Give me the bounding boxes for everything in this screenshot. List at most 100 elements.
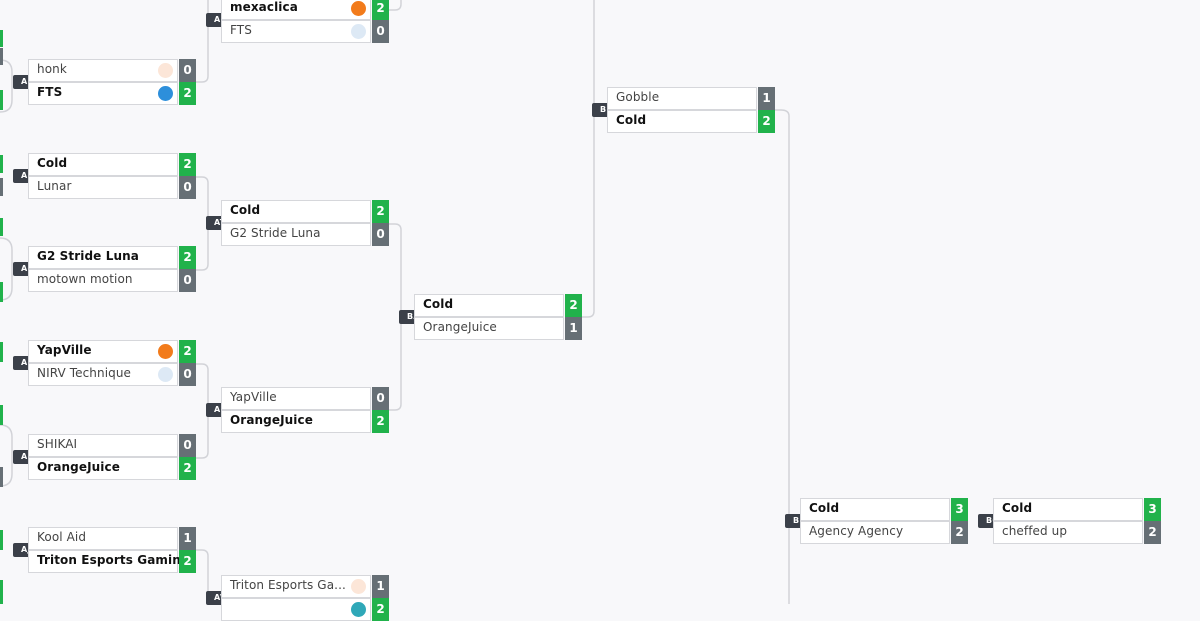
team-row[interactable]: 2 — [221, 598, 389, 621]
team-status-icon — [158, 86, 173, 101]
match-card[interactable]: AEhonk0FTS2 — [13, 59, 196, 105]
edge-status-bar — [0, 30, 3, 47]
team-row-box — [28, 363, 178, 386]
team-name: cheffed up — [1002, 524, 1068, 538]
team-name: OrangeJuice — [37, 460, 120, 474]
team-row[interactable]: YapVille 0 — [221, 387, 389, 410]
team-status-icon — [158, 367, 173, 382]
team-row[interactable]: motown motion 0 — [28, 269, 196, 292]
team-row-box — [221, 223, 371, 246]
team-row-box — [28, 340, 178, 363]
team-row-box — [28, 246, 178, 269]
match-card[interactable]: BDGobble1Cold2 — [592, 87, 775, 133]
match-card[interactable]: BGCold3cheffed up2 — [978, 498, 1161, 544]
team-status-icon — [351, 602, 366, 617]
team-row-box — [800, 521, 950, 544]
edge-status-bar — [0, 342, 3, 362]
team-score: 0 — [179, 59, 196, 82]
team-row[interactable]: OrangeJuice 1 — [414, 317, 582, 340]
edge-status-bar — [0, 467, 3, 487]
team-status-icon — [351, 24, 366, 39]
team-score: 2 — [372, 0, 389, 20]
team-score: 2 — [372, 200, 389, 223]
match-card[interactable]: BACold2OrangeJuice1 — [399, 294, 582, 340]
team-row-box — [221, 575, 371, 598]
team-name: Triton Esports Ga... — [230, 578, 346, 592]
match-card[interactable]: AVTriton Esports Ga...12 — [206, 575, 389, 621]
team-row[interactable]: OrangeJuice 2 — [28, 457, 196, 480]
team-row-box — [414, 294, 564, 317]
team-name: FTS — [37, 85, 63, 99]
team-row-box — [221, 387, 371, 410]
edge-status-bar — [0, 530, 3, 550]
team-name: SHIKAI — [37, 437, 78, 451]
team-row-box — [607, 110, 757, 133]
team-score: 2 — [758, 110, 775, 133]
team-row-box — [607, 87, 757, 110]
match-card[interactable]: ASmexaclica2FTS0 — [206, 0, 389, 43]
team-row-box — [28, 59, 178, 82]
team-row[interactable]: Triton Esports Ga...1 — [221, 575, 389, 598]
team-score: 2 — [179, 153, 196, 176]
team-score: 0 — [179, 269, 196, 292]
team-name: motown motion — [37, 272, 133, 286]
team-row-box — [28, 153, 178, 176]
team-score: 0 — [372, 387, 389, 410]
team-score: 2 — [179, 457, 196, 480]
edge-status-bar — [0, 218, 3, 236]
team-name: NIRV Technique — [37, 366, 132, 380]
team-row-box — [28, 176, 178, 199]
team-name: YapVille — [230, 390, 277, 404]
team-score: 1 — [565, 317, 582, 340]
match-card[interactable]: AUYapVille0OrangeJuice2 — [206, 387, 389, 433]
match-card[interactable]: AFCold2Lunar0 — [13, 153, 196, 199]
team-name: YapVille — [37, 343, 92, 357]
team-row-box — [28, 527, 178, 550]
team-name: Triton Esports Gaming — [37, 553, 190, 567]
team-row[interactable]: Cold 3 — [993, 498, 1161, 521]
team-name: OrangeJuice — [423, 320, 497, 334]
team-status-icon — [158, 344, 173, 359]
team-name: Kool Aid — [37, 530, 87, 544]
team-score: 3 — [1144, 498, 1161, 521]
team-row-box — [414, 317, 564, 340]
team-score: 1 — [758, 87, 775, 110]
team-status-icon — [158, 63, 173, 78]
team-row-box — [221, 20, 371, 43]
team-row[interactable]: Kool Aid 1 — [28, 527, 196, 550]
team-score: 2 — [565, 294, 582, 317]
edge-status-bar — [0, 48, 3, 65]
team-name: Cold — [1002, 501, 1033, 515]
team-status-icon — [351, 579, 366, 594]
team-name: Lunar — [37, 179, 72, 193]
team-score: 1 — [179, 527, 196, 550]
team-status-icon — [351, 1, 366, 16]
team-score: 2 — [372, 410, 389, 433]
